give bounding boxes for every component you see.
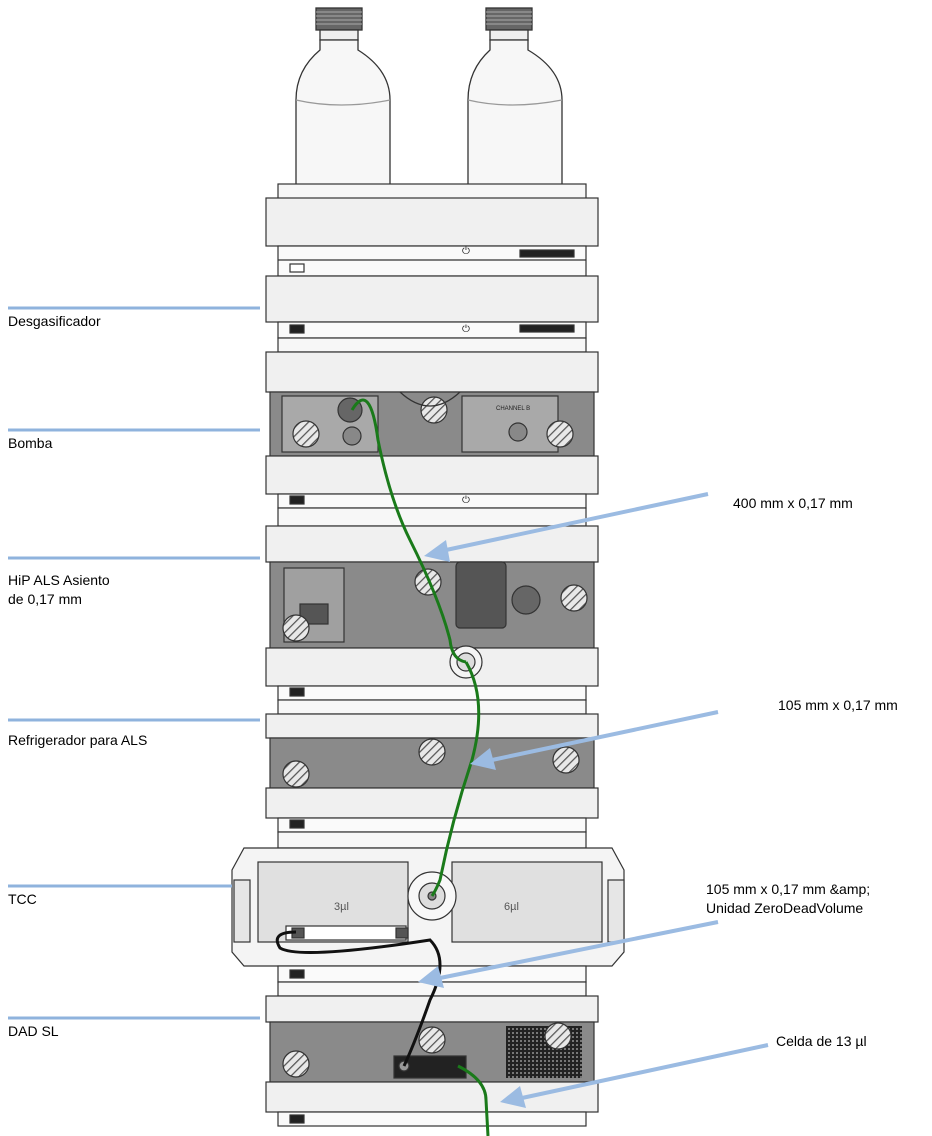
label-hip-als: HiP ALS Asiento de 0,17 mm [8, 571, 110, 609]
label-capillary-400-text: 400 mm x 0,17 mm [733, 494, 853, 513]
solvent-bottle-right [468, 8, 562, 186]
svg-text:⏻: ⏻ [462, 495, 470, 506]
tcc-loop-right-text: 6µl [504, 901, 519, 913]
als-thermostat-module [266, 714, 598, 848]
label-capillary-105a-text: 105 mm x 0,17 mm [778, 696, 898, 715]
degasser-module: ⏻ [266, 276, 598, 352]
leader-lines [8, 308, 260, 1018]
solvent-cabinet: ⏻ [266, 184, 598, 276]
label-dad: DAD SL [8, 1022, 59, 1041]
label-pump-text: Bomba [8, 434, 52, 453]
label-capillary-105b: 105 mm x 0,17 mm &amp; Unidad ZeroDeadVo… [706, 880, 870, 918]
label-tcc-text: TCC [8, 890, 37, 909]
tcc-loop-left-text: 3µl [334, 901, 349, 913]
channel-b-text: CHANNEL B [496, 406, 530, 412]
solvent-bottle-left [296, 8, 390, 186]
pump-module: ⏻ [266, 352, 598, 526]
tcc-module [232, 848, 624, 996]
svg-text:⏻: ⏻ [462, 246, 470, 257]
label-tcc: TCC [8, 890, 37, 909]
label-als-thermostat: Refrigerador para ALS [8, 731, 147, 750]
label-hip-als-line1: HiP ALS Asiento [8, 571, 110, 590]
dad-module [266, 996, 598, 1126]
svg-text:⏻: ⏻ [462, 324, 470, 335]
label-flow-cell: Celda de 13 µl [776, 1032, 867, 1051]
label-dad-text: DAD SL [8, 1022, 59, 1041]
label-pump: Bomba [8, 434, 52, 453]
label-capillary-400: 400 mm x 0,17 mm [733, 494, 853, 513]
label-degasser: Desgasificador [8, 312, 101, 331]
label-flow-cell-text: Celda de 13 µl [776, 1032, 867, 1051]
label-capillary-105b-line2: Unidad ZeroDeadVolume [706, 899, 870, 918]
label-capillary-105b-line1: 105 mm x 0,17 mm &amp; [706, 880, 870, 899]
label-hip-als-line2: de 0,17 mm [8, 590, 110, 609]
label-capillary-105a: 105 mm x 0,17 mm [778, 696, 898, 715]
label-degasser-text: Desgasificador [8, 312, 101, 331]
label-als-thermostat-text: Refrigerador para ALS [8, 731, 147, 750]
